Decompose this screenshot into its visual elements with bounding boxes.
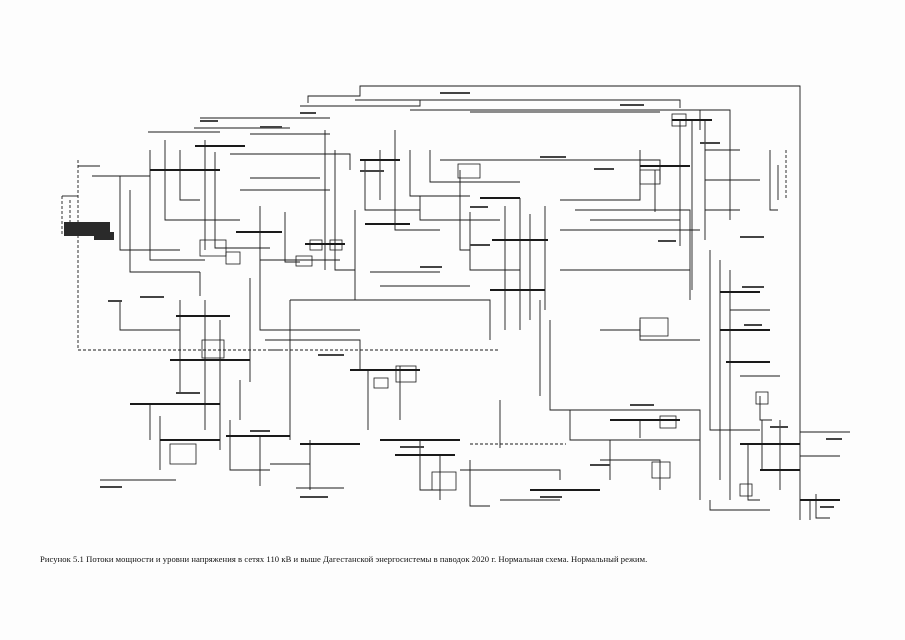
annotation-marks — [100, 92, 842, 508]
southeast-loop — [569, 409, 850, 520]
top-transit-lines — [148, 85, 801, 520]
central-wiring — [249, 229, 700, 448]
central-north-cluster — [284, 130, 470, 301]
lower-middle-cluster — [296, 439, 671, 507]
east-vertical-trunk — [600, 250, 780, 500]
figure-caption: Рисунок 5.1 Потоки мощности и уровни нап… — [40, 554, 648, 564]
northeast-substation — [639, 113, 787, 290]
northwest-cluster — [119, 140, 360, 331]
west-dashed-tie — [61, 160, 150, 350]
southwest-cluster — [78, 300, 310, 486]
north-east-trunk — [419, 150, 691, 330]
